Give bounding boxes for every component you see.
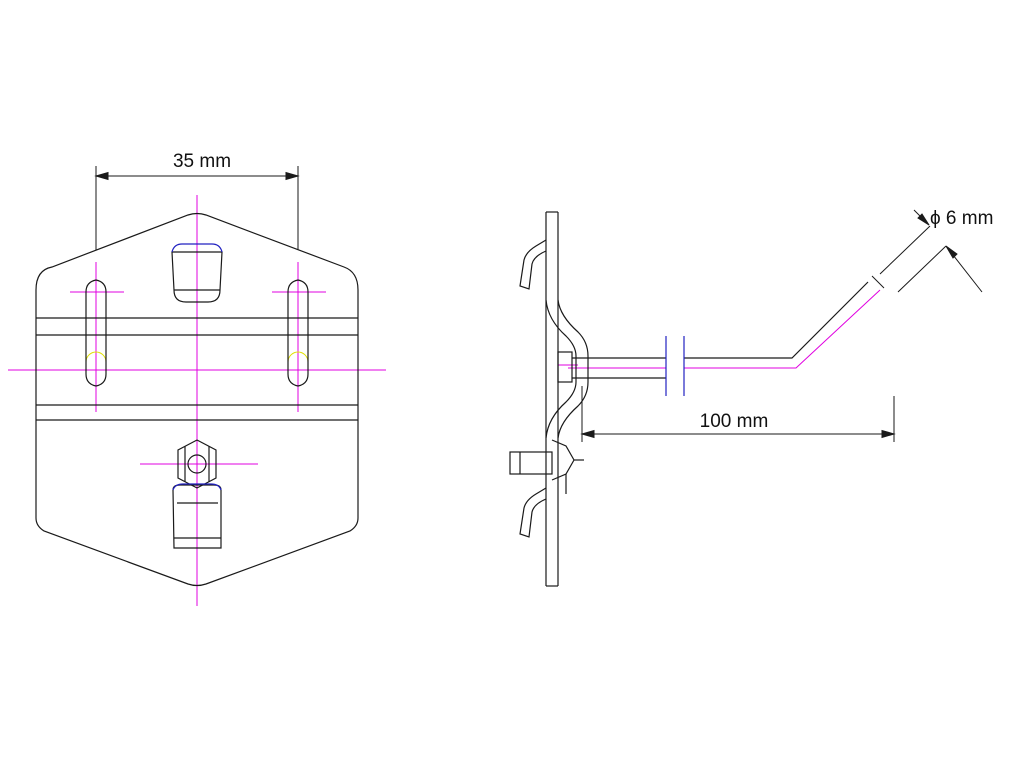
label-hole-spacing: 35 mm xyxy=(173,151,231,172)
side-centerlines xyxy=(558,289,881,369)
dimension-35mm xyxy=(94,166,300,250)
front-hidden-lines xyxy=(85,351,309,363)
break-symbol xyxy=(665,336,685,396)
label-arm-length: 100 mm xyxy=(700,411,769,432)
side-outline xyxy=(509,211,885,587)
plate-outline xyxy=(35,212,359,587)
dimension-phi6mm xyxy=(879,209,983,293)
label-wire-diameter: ϕ 6 mm xyxy=(930,208,993,229)
front-highlights xyxy=(171,243,223,491)
side-view: 100 mm ϕ 6 mm xyxy=(509,208,993,587)
front-centerlines xyxy=(8,195,386,606)
dimension-100mm xyxy=(580,386,896,442)
front-view: 35 mm xyxy=(8,151,386,606)
